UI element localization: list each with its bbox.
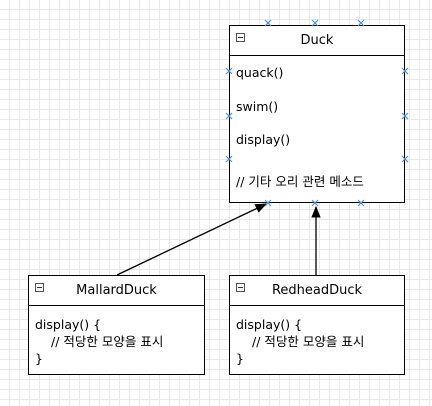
body-line: } (236, 351, 244, 366)
duck-class-header[interactable]: Duck (230, 26, 404, 56)
mallard-duck-title: MallardDuck (76, 283, 157, 298)
connection-point (311, 199, 319, 207)
connection-point (357, 199, 365, 207)
connection-point (357, 19, 365, 27)
duck-class[interactable]: Duck quack() swim() display() // 기타 오리 관… (229, 25, 405, 203)
collapse-icon[interactable] (35, 283, 44, 292)
connection-point (225, 67, 233, 75)
connection-point (264, 19, 272, 27)
inheritance-arrow-mallard[interactable] (116, 203, 268, 276)
connection-point (401, 155, 409, 163)
connection-point (401, 67, 409, 75)
mallard-duck-header[interactable]: MallardDuck (29, 276, 204, 306)
connection-points[interactable] (225, 19, 409, 207)
mallard-duck-class[interactable]: MallardDuck display() { // 적당한 모양을 표시 } (28, 275, 205, 375)
body-line: // 적당한 모양을 표시 (51, 334, 164, 349)
body-line: display() { (35, 317, 102, 332)
collapse-icon[interactable] (236, 283, 245, 292)
method-display[interactable]: display() (236, 132, 291, 147)
connection-point (264, 199, 272, 207)
duck-class-title: Duck (300, 33, 334, 48)
connection-point (401, 112, 409, 120)
mallard-duck-body[interactable]: display() { // 적당한 모양을 표시 } (35, 316, 163, 367)
connection-point (311, 19, 319, 27)
redhead-duck-header[interactable]: RedheadDuck (230, 276, 404, 306)
redhead-duck-title: RedheadDuck (271, 283, 363, 298)
body-line: // 적당한 모양을 표시 (252, 334, 365, 349)
redhead-duck-class[interactable]: RedheadDuck display() { // 적당한 모양을 표시 } (229, 275, 405, 375)
connection-point (225, 112, 233, 120)
body-line: } (35, 351, 43, 366)
method-quack[interactable]: quack() (236, 65, 284, 80)
collapse-icon[interactable] (236, 33, 245, 42)
method-swim[interactable]: swim() (236, 99, 279, 114)
body-line: display() { (236, 317, 303, 332)
method-comment[interactable]: // 기타 오리 관련 메소드 (236, 174, 364, 189)
redhead-duck-body[interactable]: display() { // 적당한 모양을 표시 } (236, 316, 364, 367)
connection-point (225, 155, 233, 163)
